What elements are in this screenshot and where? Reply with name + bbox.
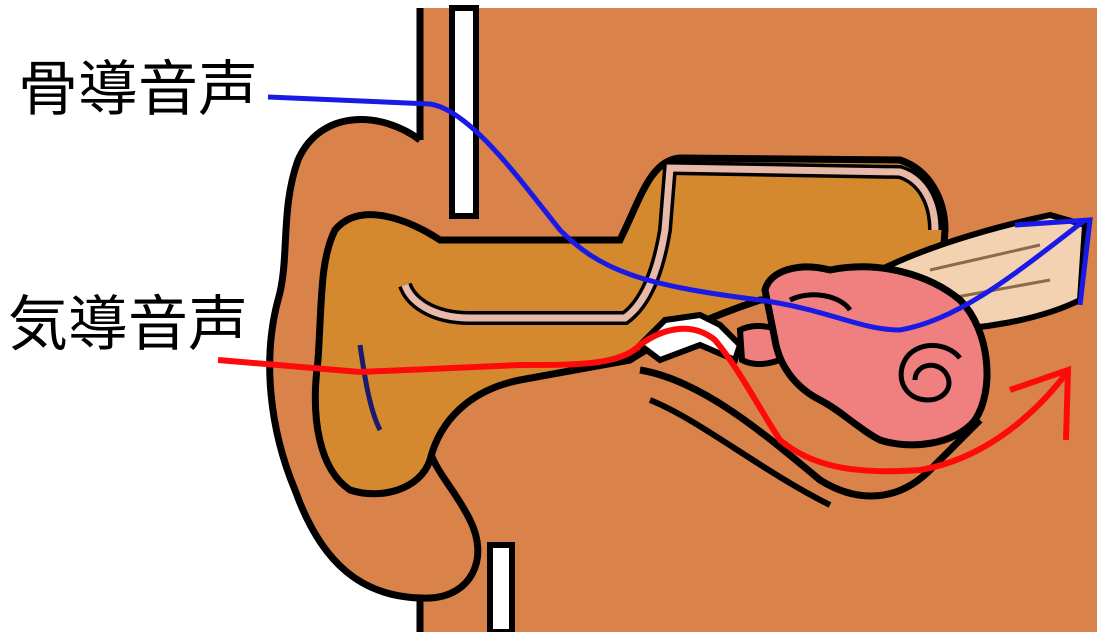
bone-conduction-label: 骨導音声 [18, 60, 258, 120]
air-conduction-label: 気導音声 [8, 295, 248, 355]
lower-bone-bar [490, 545, 512, 632]
upper-bone-bar [452, 8, 476, 216]
